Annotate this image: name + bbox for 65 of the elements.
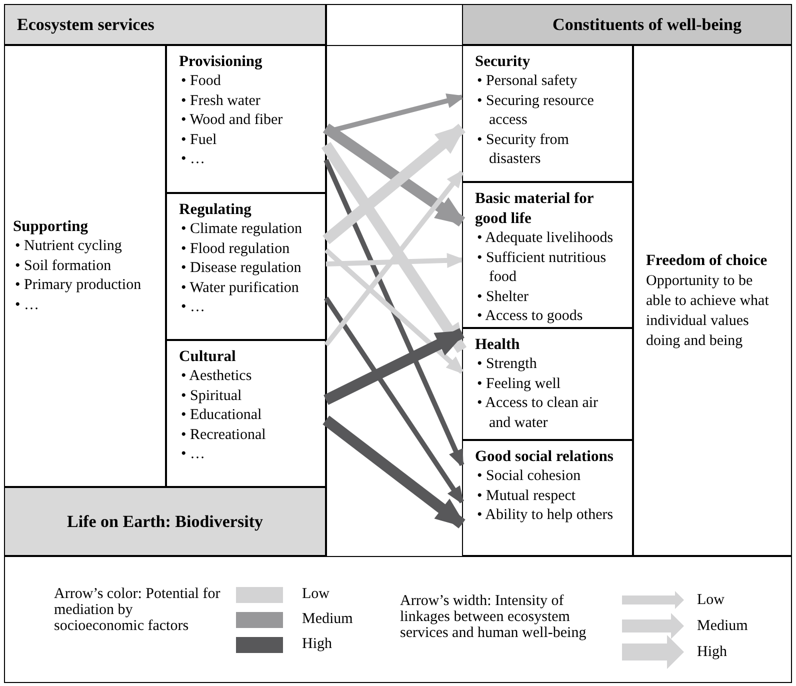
- list-item: • Aesthetics: [180, 367, 253, 386]
- legend-label: High: [302, 635, 332, 653]
- list-item: • …: [180, 298, 206, 317]
- category-title: Regulating: [179, 200, 252, 220]
- list-item: • …: [180, 445, 206, 464]
- header-text: Constituents of well-being: [552, 14, 742, 36]
- category-title: Supporting: [13, 217, 89, 237]
- list-item: • Feeling well: [476, 374, 562, 394]
- legend-label: Medium: [697, 617, 748, 635]
- list-item: • Security from disasters: [476, 130, 570, 169]
- legend-label: Medium: [302, 610, 353, 628]
- category-title: Freedom of choice: [646, 250, 768, 270]
- category-box: [166, 45, 326, 193]
- list-item: • Social cohesion: [476, 467, 582, 486]
- category-box: [462, 182, 633, 328]
- legend-label: High: [697, 643, 727, 661]
- list-item: • Shelter: [476, 288, 530, 306]
- category-title: Provisioning: [179, 52, 264, 72]
- list-item: • Mutual respect: [476, 486, 577, 506]
- category-box: [4, 45, 166, 487]
- list-item: • Educational: [180, 406, 263, 425]
- list-item: • Access to goods: [476, 307, 584, 326]
- category-title: Health: [475, 335, 521, 355]
- list-item: • Fresh water: [180, 92, 262, 110]
- category-box: [462, 440, 633, 556]
- category-title: Basic material for good life: [475, 189, 595, 229]
- list-item: • Personal safety: [476, 72, 578, 91]
- header-band: [4, 4, 326, 45]
- description-text: Opportunity to be able to achieve what individual values doing and being: [646, 272, 770, 350]
- category-box: [633, 45, 792, 556]
- category-title: Security: [475, 52, 532, 72]
- category-box: [166, 193, 326, 340]
- list-item: • Access to clean air and water: [476, 394, 600, 432]
- header-band: [462, 4, 792, 45]
- list-item: • Spiritual: [180, 386, 243, 406]
- list-item: • Fuel: [180, 130, 218, 150]
- category-box: [462, 45, 633, 182]
- list-item: • Nutrient cycling: [14, 237, 123, 256]
- list-item: • Securing resource access: [476, 92, 595, 130]
- legend-title: Arrow’s color: Potential for mediation by socioeconomic factors: [54, 586, 222, 634]
- list-item: • Strength: [476, 355, 538, 374]
- list-item: • Disease regulation: [180, 259, 302, 278]
- list-item: • …: [14, 296, 40, 314]
- list-item: • Food: [180, 72, 222, 91]
- list-item: • Adequate livelihoods: [476, 229, 614, 248]
- list-item: • Wood and fiber: [180, 111, 284, 130]
- list-item: • Recreational: [180, 426, 267, 444]
- list-item: • Flood regulation: [180, 240, 291, 258]
- category-title: Good social relations: [475, 447, 614, 467]
- list-item: • Soil formation: [14, 256, 112, 276]
- category-box: [166, 340, 326, 487]
- header-text: Ecosystem services: [17, 14, 154, 36]
- legend-label: Low: [302, 585, 330, 603]
- list-item: • Climate regulation: [180, 220, 304, 239]
- legend-title: Arrow’s width: Intensity of linkages between ecosystem services and human well-being: [400, 593, 588, 641]
- header-text: Life on Earth: Biodiversity: [67, 510, 263, 533]
- biodiversity-band: [4, 487, 326, 556]
- list-item: • …: [180, 150, 206, 169]
- category-box: [462, 328, 633, 440]
- list-item: • Sufficient nutritious food: [476, 248, 608, 287]
- list-item: • Ability to help others: [476, 506, 614, 525]
- category-title: Cultural: [179, 347, 237, 367]
- list-item: • Water purification: [180, 278, 300, 298]
- list-item: • Primary production: [14, 276, 142, 295]
- legend-label: Low: [697, 591, 724, 609]
